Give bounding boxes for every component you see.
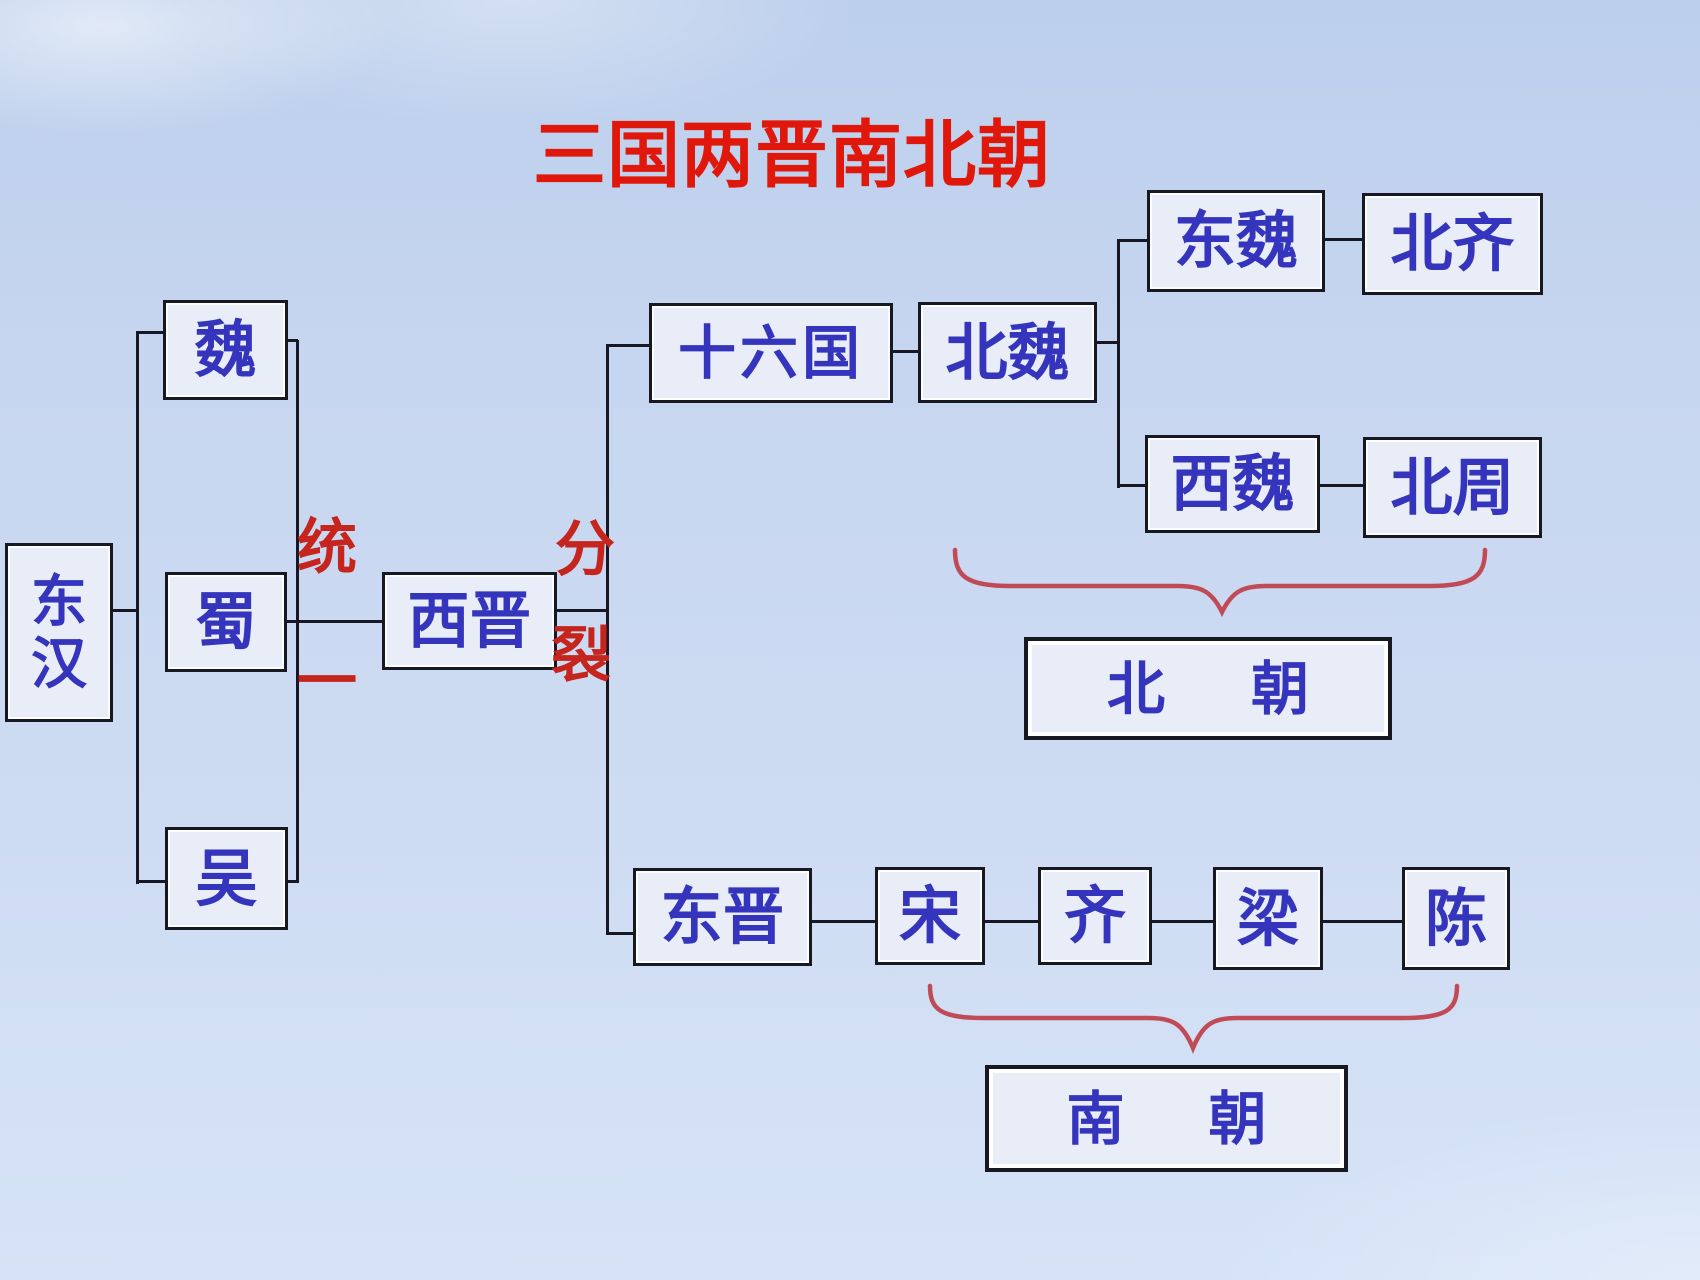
node-wei-label: 魏 (194, 313, 257, 386)
node-xiwei: 西魏 (1145, 435, 1320, 533)
connector-wei-split-rail (1117, 240, 1120, 488)
node-beichao: 北 朝 (1024, 637, 1392, 740)
node-donghan-char2: 汉 (31, 630, 87, 697)
node-song: 宋 (875, 867, 985, 965)
node-wei: 魏 (163, 300, 288, 400)
node-beiqi: 北齐 (1362, 193, 1543, 295)
connector-shiliuguo-beiwei (893, 350, 918, 353)
node-liang-label: 梁 (1236, 881, 1299, 955)
node-chen: 陈 (1402, 867, 1510, 970)
unify-annotation-char1: 统 (297, 513, 357, 583)
connector-rail-wei (136, 331, 163, 334)
node-shiliuguo: 十六国 (649, 303, 893, 403)
node-xijin-label: 西晋 (407, 584, 532, 657)
node-beizhou-label: 北周 (1390, 450, 1515, 524)
connector-rail-shiliuguo (606, 344, 649, 347)
node-liang: 梁 (1213, 867, 1323, 970)
connector-rail-xiwei (1117, 484, 1145, 487)
node-beizhou: 北周 (1363, 437, 1542, 538)
node-shu: 蜀 (165, 572, 287, 672)
connector-xijin-rail (557, 609, 608, 612)
node-wu-label: 吴 (195, 841, 258, 915)
node-nanchao: 南 朝 (985, 1065, 1348, 1172)
node-donghan-char1: 东 (31, 568, 87, 635)
page-title: 三国两晋南北朝 (533, 112, 1051, 198)
node-donghan: 东 汉 (5, 543, 113, 722)
connector-rail-dongjin (606, 932, 633, 935)
connector-wu-rail (288, 880, 299, 883)
connector-donghan-rail (113, 609, 138, 612)
node-wu: 吴 (165, 827, 288, 930)
connector-liang-chen (1323, 920, 1402, 923)
node-dongwei: 东魏 (1147, 190, 1325, 292)
node-dongjin-label: 东晋 (660, 880, 785, 953)
node-chen-label: 陈 (1424, 881, 1487, 955)
node-xiwei-label: 西魏 (1170, 447, 1295, 520)
node-qi: 齐 (1038, 867, 1152, 965)
node-beiwei: 北魏 (918, 302, 1097, 403)
connector-left-rail (136, 332, 139, 884)
node-song-label: 宋 (898, 879, 961, 952)
connector-dongwei-beiqi (1325, 238, 1362, 241)
split-annotation-char1: 分 (555, 515, 615, 585)
node-xijin: 西晋 (382, 572, 557, 670)
split-annotation-char2: 裂 (551, 621, 611, 691)
connector-split-rail (606, 345, 609, 935)
connector-dongjin-song (812, 920, 875, 923)
node-dongjin: 东晋 (633, 868, 812, 966)
node-beiwei-label: 北魏 (945, 315, 1070, 389)
connector-song-qi (985, 920, 1038, 923)
node-shu-label: 蜀 (194, 585, 257, 658)
connector-right-rail (296, 340, 299, 883)
connector-rail-dongwei (1117, 239, 1147, 242)
node-qi-label: 齐 (1063, 879, 1126, 952)
unify-annotation-char2: 一 (297, 647, 357, 717)
node-beichao-char2: 朝 (1251, 654, 1310, 723)
connector-shu-xijin (287, 620, 382, 623)
connector-qi-liang (1152, 920, 1213, 923)
node-dongwei-label: 东魏 (1173, 204, 1298, 277)
node-shiliuguo-label: 十六国 (677, 319, 864, 387)
node-nanchao-char1: 南 (1066, 1084, 1125, 1153)
north-dynasties-brace-icon (952, 547, 1488, 618)
connector-beiwei-rail (1097, 341, 1119, 344)
connector-rail-wu (136, 880, 165, 883)
node-beiqi-label: 北齐 (1390, 207, 1515, 280)
connector-wei-rail (288, 339, 298, 342)
node-nanchao-char2: 朝 (1208, 1084, 1267, 1153)
south-dynasties-brace-icon (927, 983, 1460, 1054)
node-beichao-char1: 北 (1106, 654, 1165, 723)
connector-xiwei-beizhou (1320, 484, 1363, 487)
